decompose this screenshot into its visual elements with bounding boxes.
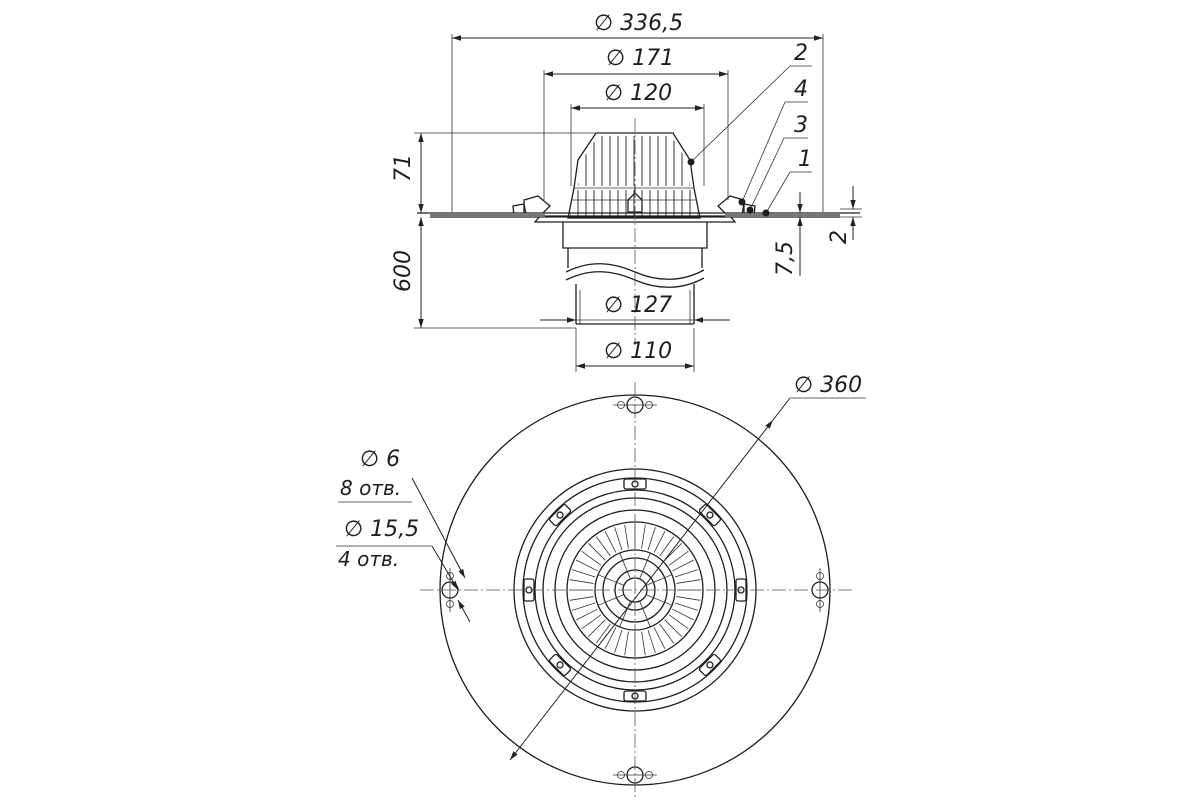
- dim-600: 600: [391, 217, 576, 329]
- grate-rib: [647, 527, 656, 551]
- grate-rib: [674, 602, 698, 611]
- grate-rib: [576, 608, 598, 621]
- callout-4: 4: [794, 77, 808, 102]
- wing-nut: [548, 653, 572, 677]
- side-view: ∅ 336,5 ∅ 171 ∅ 120 71 600: [391, 11, 862, 372]
- dim-7-5-label: 7,5: [773, 241, 798, 276]
- dim-600-label: 600: [391, 250, 416, 292]
- callout-1: 1: [798, 147, 812, 172]
- grate-rib: [674, 569, 698, 578]
- grate-rib: [576, 559, 598, 572]
- plan-view: ∅ 360 ∅ 6 8 отв. ∅ 15,5 4 отв.: [336, 373, 866, 800]
- grate-rib: [672, 559, 694, 572]
- dim-120: ∅ 120: [570, 81, 705, 186]
- callout-2: 2: [794, 41, 808, 66]
- grate-rib: [624, 631, 629, 656]
- dim-120-label: ∅ 120: [604, 81, 672, 106]
- grate-rib: [604, 531, 617, 553]
- grate-rib: [641, 524, 646, 549]
- grate-rib: [676, 596, 701, 601]
- dim-71: 71: [391, 132, 600, 213]
- dim-2: 2: [827, 186, 862, 244]
- hole-labels: ∅ 6 8 отв. ∅ 15,5 4 отв.: [336, 447, 471, 623]
- holes-8-label: 8 отв.: [340, 476, 401, 500]
- dim-336-label: ∅ 336,5: [594, 11, 683, 36]
- dim-6-label: ∅ 6: [360, 447, 400, 472]
- dim-336: ∅ 336,5: [451, 11, 824, 212]
- dim-171-label: ∅ 171: [606, 46, 674, 71]
- holes-4-label: 4 отв.: [338, 547, 399, 571]
- grate-rib: [653, 531, 666, 553]
- grate-rib: [624, 524, 629, 549]
- wing-nut-body: [698, 653, 722, 677]
- wing-nut-body: [548, 503, 572, 527]
- wing-nut-body: [698, 503, 722, 527]
- grate-rib: [676, 579, 701, 584]
- grate-rib: [569, 596, 594, 601]
- dim-7-5: 7,5: [773, 192, 803, 276]
- wing-nut-center: [706, 661, 714, 669]
- grate-rib: [672, 608, 694, 621]
- wing-nut-center: [556, 511, 564, 519]
- grate-rib: [572, 602, 596, 611]
- grate-rib: [572, 569, 596, 578]
- wing-nut-center: [706, 511, 714, 519]
- dome-grate: [567, 132, 701, 219]
- grate-rib: [647, 629, 656, 653]
- wing-nut-center: [556, 661, 564, 669]
- dim-127-label: ∅ 127: [604, 293, 672, 318]
- wing-nut: [698, 503, 722, 527]
- dim-15-5-label: ∅ 15,5: [344, 517, 419, 542]
- dim-110: ∅ 110: [575, 328, 695, 372]
- grate-rib: [653, 627, 666, 649]
- dim-171: ∅ 171: [543, 46, 729, 200]
- wing-nut: [548, 503, 572, 527]
- callout-3: 3: [794, 113, 808, 138]
- dim-127: ∅ 127: [540, 293, 730, 323]
- wing-nut: [698, 653, 722, 677]
- dim-360-label: ∅ 360: [794, 373, 862, 398]
- callouts: 2 4 3 1: [687, 41, 812, 217]
- dim-110-label: ∅ 110: [604, 339, 672, 364]
- grate-rib: [641, 631, 646, 656]
- grate-rib: [569, 579, 594, 584]
- grate-rib: [614, 629, 623, 653]
- dim-71-label: 71: [391, 154, 416, 182]
- dim-2-label: 2: [827, 230, 852, 244]
- grate-rib: [614, 527, 623, 551]
- dim-360: ∅ 360: [509, 373, 866, 761]
- wing-nut-body: [548, 653, 572, 677]
